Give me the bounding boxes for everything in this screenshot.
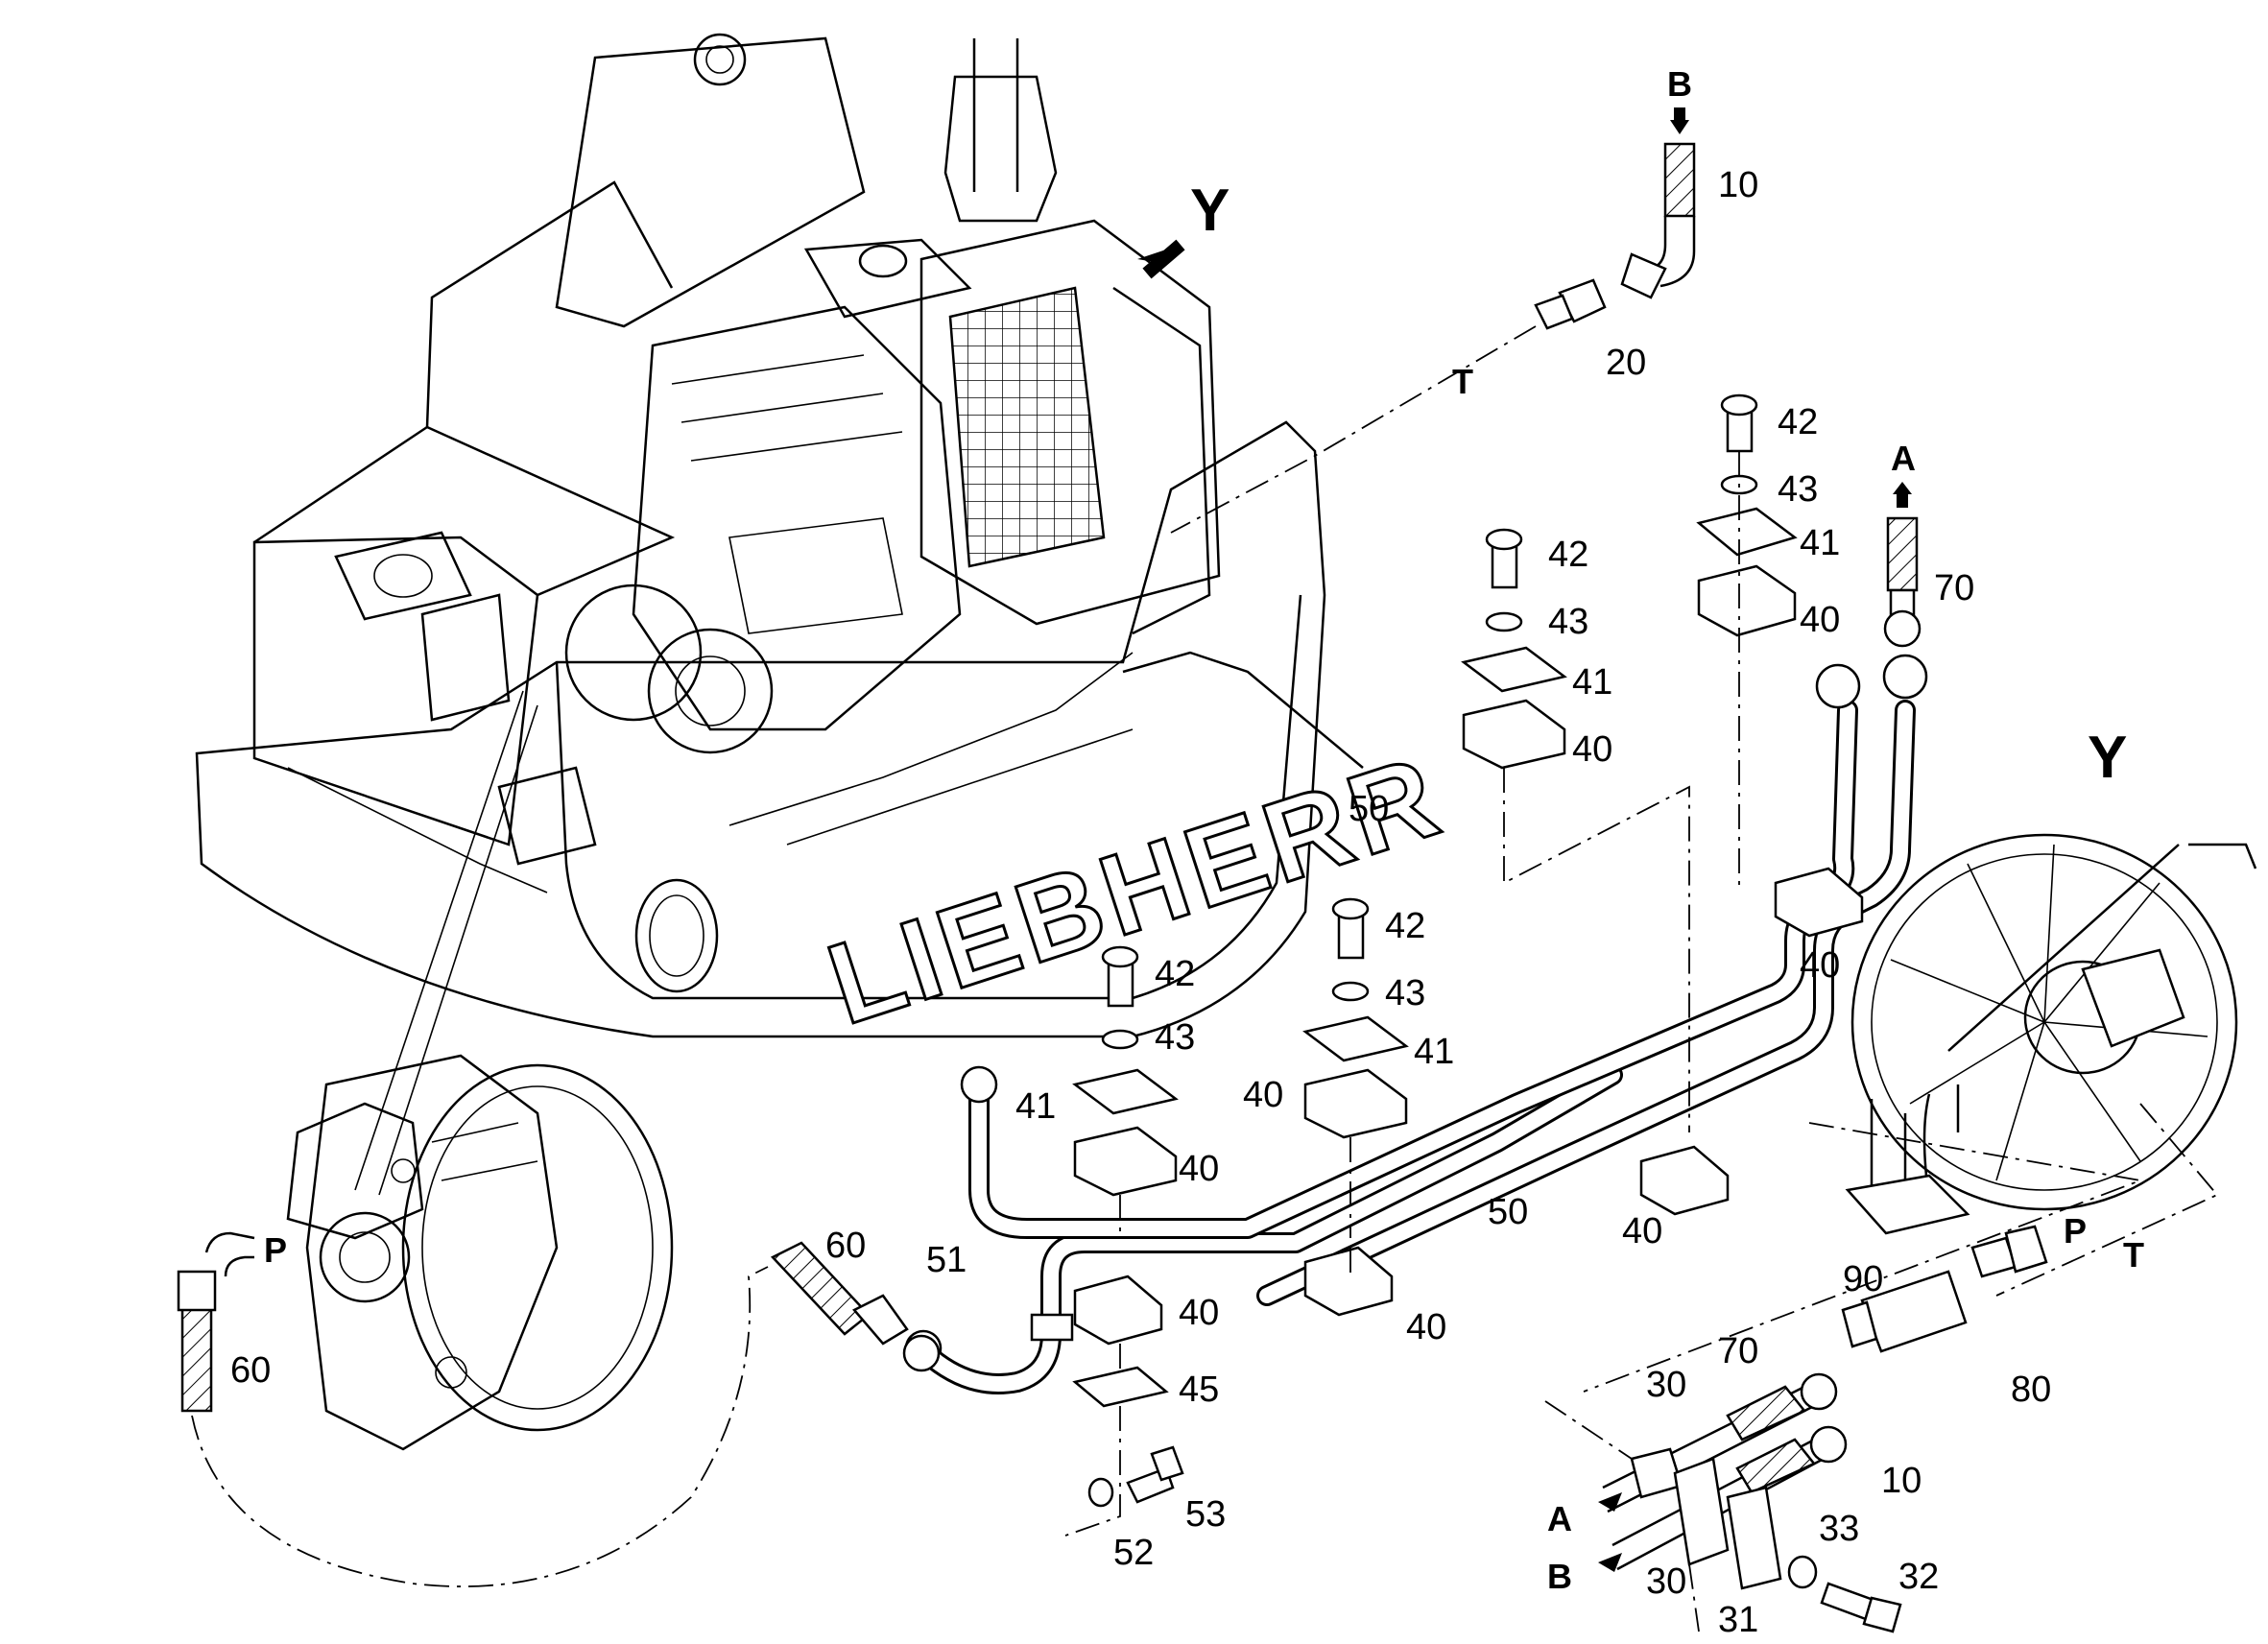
port-b-top: B bbox=[1667, 64, 1692, 104]
callout-43-b: 43 bbox=[1548, 602, 1588, 642]
fan-assembly-detail-y bbox=[1845, 833, 2257, 1235]
hose-60-left bbox=[177, 1231, 255, 1413]
callout-51: 51 bbox=[926, 1240, 967, 1280]
clamp-stack-upper-right bbox=[1696, 393, 1798, 893]
clamp-stack-upper-mid bbox=[1461, 528, 1690, 1132]
clamp-stack-lower-mid bbox=[1302, 897, 1409, 1238]
callout-10-top: 10 bbox=[1718, 165, 1758, 205]
callout-53: 53 bbox=[1185, 1494, 1226, 1535]
port-letters: B A T P P T A B bbox=[264, 64, 2144, 1596]
callout-90: 90 bbox=[1843, 1259, 1883, 1299]
pipe-50-fitting-b bbox=[1882, 654, 1928, 700]
callout-40-g: 40 bbox=[1406, 1307, 1446, 1347]
connection-line-t-top bbox=[1170, 325, 1537, 534]
part-callouts: 10 20 42 43 41 40 42 43 41 40 70 50 40 4… bbox=[230, 165, 2051, 1640]
callout-42-d: 42 bbox=[1155, 954, 1195, 994]
callout-40-d: 40 bbox=[1243, 1075, 1283, 1115]
callout-30-b: 30 bbox=[1646, 1561, 1686, 1602]
clamp-lower-halves bbox=[1064, 867, 1864, 1537]
callout-42-c: 42 bbox=[1385, 906, 1425, 946]
callout-50-b: 50 bbox=[1488, 1192, 1528, 1232]
callout-40-b: 40 bbox=[1572, 729, 1612, 770]
port-t-top: T bbox=[1452, 362, 1473, 401]
hose-70-top bbox=[1883, 482, 1922, 648]
callout-40-e: 40 bbox=[1179, 1149, 1219, 1189]
callout-42-b: 42 bbox=[1548, 535, 1588, 575]
connection-line-t-right bbox=[1995, 1103, 2219, 1297]
callout-40-a: 40 bbox=[1800, 600, 1840, 640]
callout-41-c: 41 bbox=[1414, 1032, 1454, 1072]
callout-43-d: 43 bbox=[1155, 1017, 1195, 1058]
callout-20: 20 bbox=[1606, 343, 1646, 383]
callout-32: 32 bbox=[1898, 1557, 1939, 1597]
callout-41-a: 41 bbox=[1800, 523, 1840, 563]
brand-lettering: LIEBHERR bbox=[814, 730, 1457, 1049]
callout-43-c: 43 bbox=[1385, 973, 1425, 1013]
callout-40-h: 40 bbox=[1179, 1293, 1219, 1333]
hydraulic-pump-assembly bbox=[286, 690, 674, 1451]
callout-52: 52 bbox=[1113, 1533, 1154, 1573]
callout-70-top: 70 bbox=[1934, 568, 1974, 608]
arrow-b-bottom bbox=[1598, 1553, 1622, 1572]
fitting-20 bbox=[1534, 278, 1607, 330]
fitting-80 bbox=[1970, 1225, 2048, 1278]
clamp-stack-lower-left bbox=[1072, 945, 1179, 1238]
adapter-90 bbox=[1841, 1270, 1968, 1353]
callout-45: 45 bbox=[1179, 1370, 1219, 1410]
port-p-right: P bbox=[2064, 1211, 2087, 1251]
callout-30-a: 30 bbox=[1646, 1365, 1686, 1405]
screw-53-washer-52 bbox=[1087, 1445, 1184, 1508]
connection-line-clamp bbox=[1544, 1400, 1700, 1632]
pipe-50-fitting-a bbox=[1815, 663, 1861, 709]
connection-line-p-left bbox=[191, 1266, 769, 1587]
callout-33: 33 bbox=[1819, 1509, 1859, 1549]
connection-line-p-right bbox=[1583, 1122, 2144, 1393]
pipe-51 bbox=[902, 1064, 1623, 1394]
port-t-right: T bbox=[2123, 1235, 2144, 1275]
callout-31: 31 bbox=[1718, 1600, 1758, 1640]
callout-80: 80 bbox=[2011, 1370, 2051, 1410]
hose-10-top bbox=[1620, 107, 1696, 299]
callout-10-bottom: 10 bbox=[1881, 1461, 1922, 1501]
callout-42-a: 42 bbox=[1778, 402, 1818, 442]
view-marker-y: Y bbox=[1190, 178, 1229, 244]
port-a-bottom: A bbox=[1547, 1499, 1572, 1538]
callout-41-d: 41 bbox=[1015, 1086, 1056, 1127]
hose-pair-70-10 bbox=[1602, 1372, 1848, 1590]
callout-40-c: 40 bbox=[1800, 945, 1840, 986]
callout-70-bottom: 70 bbox=[1718, 1331, 1758, 1371]
callout-40-f: 40 bbox=[1622, 1211, 1662, 1251]
callout-50-a: 50 bbox=[1349, 789, 1389, 829]
machine-engine-compartment: LIEBHERR bbox=[195, 33, 1459, 1051]
view-marker-y-detail: Y bbox=[2088, 725, 2127, 791]
port-p-left: P bbox=[264, 1230, 287, 1270]
screw-32-washer-33 bbox=[1787, 1555, 1902, 1633]
port-a-top: A bbox=[1891, 439, 1916, 478]
callout-43-a: 43 bbox=[1778, 469, 1818, 510]
port-b-bottom: B bbox=[1547, 1557, 1572, 1596]
callout-60-a: 60 bbox=[825, 1226, 866, 1266]
arrow-a-bottom bbox=[1598, 1492, 1622, 1512]
callout-41-b: 41 bbox=[1572, 662, 1612, 703]
pipe-50-engine-side bbox=[1122, 651, 1364, 769]
callout-60-b: 60 bbox=[230, 1350, 271, 1391]
view-arrow-y: Y bbox=[1137, 178, 1229, 279]
